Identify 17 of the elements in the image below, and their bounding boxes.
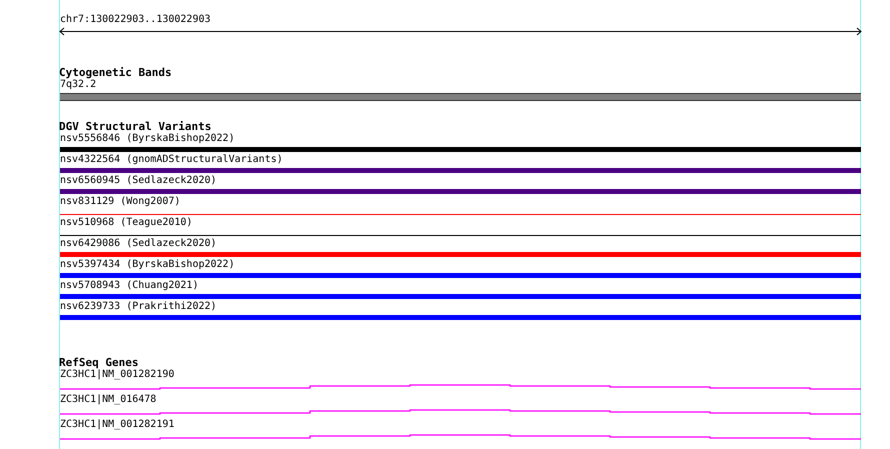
variant-label: nsv6429086 (Sedlazeck2020) — [60, 238, 217, 250]
variant-label: nsv5556846 (ByrskaBishop2022) — [60, 133, 235, 145]
variant-label: nsv510968 (Teague2010) — [60, 217, 192, 229]
gene-label: ZC3HC1|NM_001282191 — [60, 419, 174, 431]
variant-label: nsv4322564 (gnomADStructuralVariants) — [60, 154, 283, 166]
gene-label: ZC3HC1|NM_016478 — [60, 394, 156, 406]
variant-label: nsv5708943 (Chuang2021) — [60, 280, 198, 292]
gene-label: ZC3HC1|NM_001282190 — [60, 369, 174, 381]
variant-label: nsv6560945 (Sedlazeck2020) — [60, 175, 217, 187]
variant-label: nsv5397434 (ByrskaBishop2022) — [60, 259, 235, 271]
variant-label: nsv6239733 (Prakrithi2022) — [60, 301, 217, 313]
track-title: Cytogenetic Bands — [59, 67, 172, 79]
track-title: DGV Structural Variants — [59, 121, 212, 133]
variant-label: nsv831129 (Wong2007) — [60, 196, 180, 208]
band-label: 7q32.2 — [60, 79, 96, 91]
track-title: RefSeq Genes — [59, 357, 138, 369]
coordinate-label: chr7:130022903..130022903 — [60, 14, 211, 26]
